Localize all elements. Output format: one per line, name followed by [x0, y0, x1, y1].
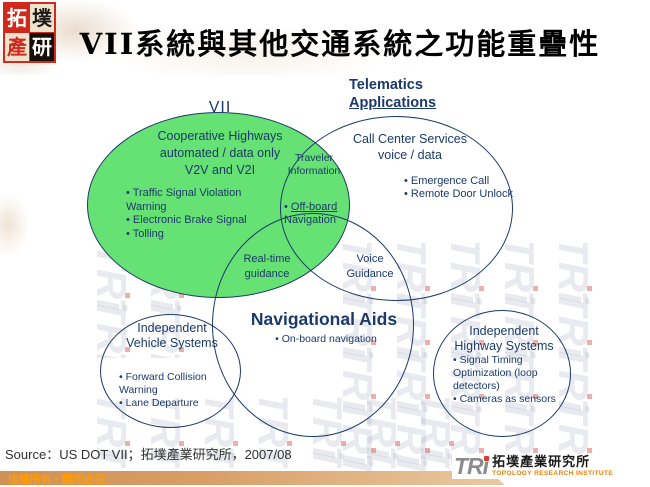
overlap-real-time-guidance: Real-time guidance: [243, 253, 291, 280]
list-item: Highway Systems: [454, 339, 554, 353]
seal-char-4: 研: [30, 33, 54, 61]
list-item: Vehicle Systems: [126, 336, 218, 350]
copyright-bar: [0, 471, 505, 485]
tri-logo-cn: 拓墣產業研究所: [492, 454, 591, 470]
list-item: • Traffic Signal Violation Warning: [126, 187, 242, 213]
tri-footer-logo: TRi 拓墣產業研究所 TOPOLOGY RESEARCH INSTITUTE: [452, 453, 616, 479]
tri-watermark-glyph: TRi: [546, 243, 600, 304]
list-item: • Lane Departure: [119, 397, 199, 409]
left-edge-texture: [0, 180, 40, 270]
seal-char-2: 墣: [30, 4, 54, 32]
list-item: • Emergence Call: [404, 175, 490, 187]
independent-highway-systems-bullet-list: • Signal Timing Optimization (loop detec…: [453, 354, 559, 406]
overlap-traveler-information: Traveler Information: [287, 152, 341, 177]
overlap-voice-guidance: Voice Guidance: [346, 253, 394, 280]
telematics-heading: Call Center Services voice / data: [330, 131, 490, 163]
navigational-aids-label: Navigational Aids: [250, 309, 398, 329]
list-item: • Remote Door Unlock: [404, 188, 514, 200]
source-line: Source：US DOT VII；拓墣產業研究所，2007/08: [5, 447, 292, 462]
off-board-line2: Navigation: [284, 214, 336, 226]
tri-logo-en: TOPOLOGY RESEARCH INSTITUTE: [492, 469, 614, 477]
tri-seal-logo: 拓 墣 產 研: [3, 2, 56, 63]
list-item: voice / data: [378, 148, 442, 162]
vii-heading: Cooperative Highways automated / data onl…: [125, 128, 315, 179]
list-item: • Cameras as sensors: [453, 393, 556, 405]
vii-label: VII: [208, 99, 232, 116]
list-item: Independent: [469, 324, 539, 338]
tri-watermark-glyph: TRi: [384, 398, 438, 466]
seal-char-1: 拓: [5, 4, 29, 32]
list-item: • Electronic Brake Signal: [126, 214, 247, 226]
telematics-label: Telematics Applications: [349, 76, 436, 112]
list-item: • Forward Collision Warning: [119, 371, 207, 396]
telematics-label-line1: Telematics: [349, 77, 423, 93]
list-item: • Signal Timing Optimization (loop detec…: [453, 354, 538, 392]
navigational-aids-bullet-list: • On-board navigation: [250, 333, 402, 346]
telematics-label-line2: Applications: [349, 95, 437, 111]
vii-bullet-list: • Traffic Signal Violation Warning• Elec…: [126, 187, 254, 241]
independent-vehicle-systems-bullet-list: • Forward Collision Warning• Lane Depart…: [119, 371, 225, 410]
list-item: Cooperative Highways: [157, 129, 283, 143]
list-item: Call Center Services: [353, 132, 467, 146]
tri-logo-mark: TRi: [454, 453, 490, 479]
list-item: • Tolling: [126, 227, 164, 240]
tri-watermark-glyph: TRi: [492, 243, 546, 304]
header-map-texture: [0, 0, 650, 75]
copyright-text: 版權所有 • 翻印必究: [8, 474, 106, 486]
off-board-text: Off-board: [290, 201, 338, 213]
list-item: Independent: [137, 321, 207, 335]
tri-watermark-glyph: TRi: [384, 452, 438, 471]
telematics-bullet-list: • Emergence Call• Remote Door Unlock: [404, 175, 516, 201]
tri-watermark-glyph: TRi: [330, 452, 384, 471]
independent-vehicle-systems-circle: [100, 314, 241, 428]
independent-highway-systems-circle: [433, 310, 571, 437]
off-board-line1: • Off-board: [284, 201, 362, 214]
tri-logo-text: 拓墣產業研究所 TOPOLOGY RESEARCH INSTITUTE: [492, 454, 614, 478]
list-item: • On-board navigation: [275, 333, 377, 345]
overlap-off-board-navigation: • Off-board Navigation: [284, 201, 362, 227]
seal-char-3: 產: [5, 33, 29, 61]
list-item: automated / data only: [159, 146, 281, 160]
off-board-bullet: •: [284, 201, 291, 213]
list-item: V2V and V2I: [184, 163, 256, 177]
page-title: VII系統與其他交通系統之功能重疊性: [79, 27, 601, 61]
